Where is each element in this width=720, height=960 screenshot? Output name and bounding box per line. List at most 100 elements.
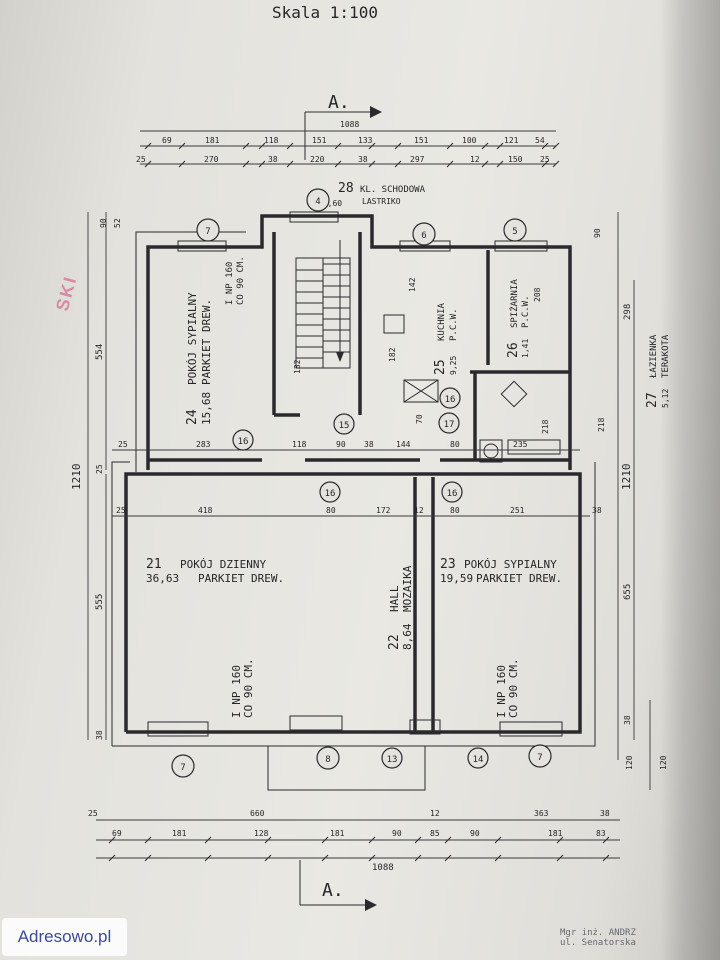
marker-label: 16 (325, 489, 336, 499)
svg-text:27: 27 (645, 392, 660, 408)
dim-tick (481, 160, 489, 168)
marker-circle (171, 754, 195, 778)
svg-text:38: 38 (95, 730, 104, 740)
svg-text:POKÓJ DZIENNY: POKÓJ DZIENNY (180, 558, 266, 571)
svg-text:655: 655 (623, 584, 633, 600)
svg-text:P.C.W.: P.C.W. (521, 295, 531, 328)
svg-text:298: 298 (623, 304, 633, 320)
bottom-dim-label: 363 (534, 809, 549, 818)
dim-tick (242, 160, 250, 168)
svg-text:218: 218 (597, 417, 606, 432)
svg-text:554: 554 (95, 344, 105, 360)
dim-tick (144, 160, 152, 168)
svg-text:36,63: 36,63 (146, 572, 179, 585)
page-fold-shadow (660, 0, 720, 960)
bottom-dim-label: 25 (88, 809, 98, 818)
marker-circle (503, 218, 527, 242)
dim-tick (258, 142, 266, 150)
svg-text:21: 21 (146, 557, 162, 572)
marker-circle (412, 222, 436, 246)
marker-circle (441, 481, 463, 503)
dim-tick (204, 854, 212, 862)
section-marker-top: A. (304, 92, 382, 160)
room-24-heater-note: I NP 160 CO 90 CM. (225, 256, 246, 305)
adresowo-watermark: Adresowo.pl (2, 918, 127, 956)
room-22-label: 22 8,64 HALL MOZAIKA (387, 565, 414, 650)
dim-tick (414, 836, 422, 844)
svg-text:12: 12 (414, 506, 424, 515)
svg-text:PARKIET DREW.: PARKIET DREW. (476, 572, 562, 585)
dim-tick (414, 854, 422, 862)
svg-text:52: 52 (113, 218, 122, 228)
svg-text:P.C.W.: P.C.W. (449, 308, 459, 341)
svg-text:CO 90 CM.: CO 90 CM. (236, 256, 246, 305)
bottom-dim-label: 128 (254, 829, 269, 838)
dim-tick (496, 142, 504, 150)
svg-text:38: 38 (364, 440, 374, 449)
dim-tick (446, 142, 454, 150)
svg-text:15,68: 15,68 (200, 392, 213, 425)
dim-tick (368, 142, 376, 150)
svg-text:KL. SCHODOWA: KL. SCHODOWA (360, 185, 426, 195)
dim-tick (144, 142, 152, 150)
bottom-dim-label: 12 (430, 809, 440, 818)
windows (147, 211, 563, 737)
top-dim-label: 270 (204, 155, 219, 164)
bottom-dim-label: 181 (548, 829, 563, 838)
building-outline (111, 214, 596, 791)
marker-circle (306, 188, 330, 212)
marker-circle (333, 413, 355, 435)
svg-text:555: 555 (95, 594, 105, 610)
marker-circle (196, 218, 220, 242)
top-dim-label: 69 (162, 136, 172, 145)
marker-label: 8 (325, 755, 330, 765)
marker-label: 6 (421, 231, 426, 241)
svg-text:144: 144 (396, 440, 411, 449)
bottom-dim-label: 90 (392, 829, 402, 838)
top-dim-label: 150 (508, 155, 523, 164)
svg-text:26: 26 (506, 342, 521, 358)
svg-text:PARKIET DREW.: PARKIET DREW. (200, 299, 213, 385)
svg-text:283: 283 (196, 440, 211, 449)
room-23-heater-note: I NP 160 CO 90 CM. (495, 658, 520, 718)
marker-circle (381, 747, 403, 769)
svg-text:90: 90 (336, 440, 346, 449)
marker-label: 14 (473, 755, 484, 765)
dim-tick (368, 854, 376, 862)
dim-tick (552, 160, 560, 168)
marker-label: 7 (180, 763, 185, 773)
top-dim-label: 12 (470, 155, 480, 164)
marker-label: 16 (238, 437, 249, 447)
signature-stamp-line1: Mgr inż. ANDRZ (560, 928, 636, 938)
dim-tick (264, 854, 272, 862)
svg-text:I NP 160: I NP 160 (225, 262, 235, 305)
top-dim-label: 38 (268, 155, 278, 164)
svg-text:LASTRIKO: LASTRIKO (362, 197, 401, 206)
top-dim-label: 220 (310, 155, 325, 164)
dim-tick (258, 160, 266, 168)
marker-circle (319, 481, 341, 503)
svg-text:120: 120 (659, 755, 668, 770)
svg-text:MOZAIKA: MOZAIKA (401, 565, 414, 612)
svg-text:120: 120 (625, 755, 634, 770)
svg-text:38: 38 (592, 506, 602, 515)
svg-text:HALL: HALL (388, 585, 401, 612)
top-dim-label: 25 (136, 155, 146, 164)
room-25-label: 25 9,25 KUCHNIA P.C.W. (433, 302, 459, 375)
right-dimension-chain: 1210 298 655 38 120 120 218 90 (593, 212, 668, 790)
room-28-label: 28 KL. SCHODOWA 10,60 LASTRIKO (318, 181, 426, 208)
dim-tick (286, 160, 294, 168)
dim-tick (144, 854, 152, 862)
bottom-dim-label: 85 (430, 829, 440, 838)
svg-text:9,25: 9,25 (449, 356, 458, 375)
room-21-label: 21 POKÓJ DZIENNY 36,63 PARKIET DREW. (146, 557, 284, 585)
dim-tick (286, 142, 294, 150)
svg-text:80: 80 (326, 506, 336, 515)
svg-text:218: 218 (541, 419, 550, 434)
svg-text:208: 208 (533, 287, 542, 302)
dim-tick (494, 836, 502, 844)
svg-text:418: 418 (198, 506, 213, 515)
top-dim-label: 54 (535, 136, 545, 145)
